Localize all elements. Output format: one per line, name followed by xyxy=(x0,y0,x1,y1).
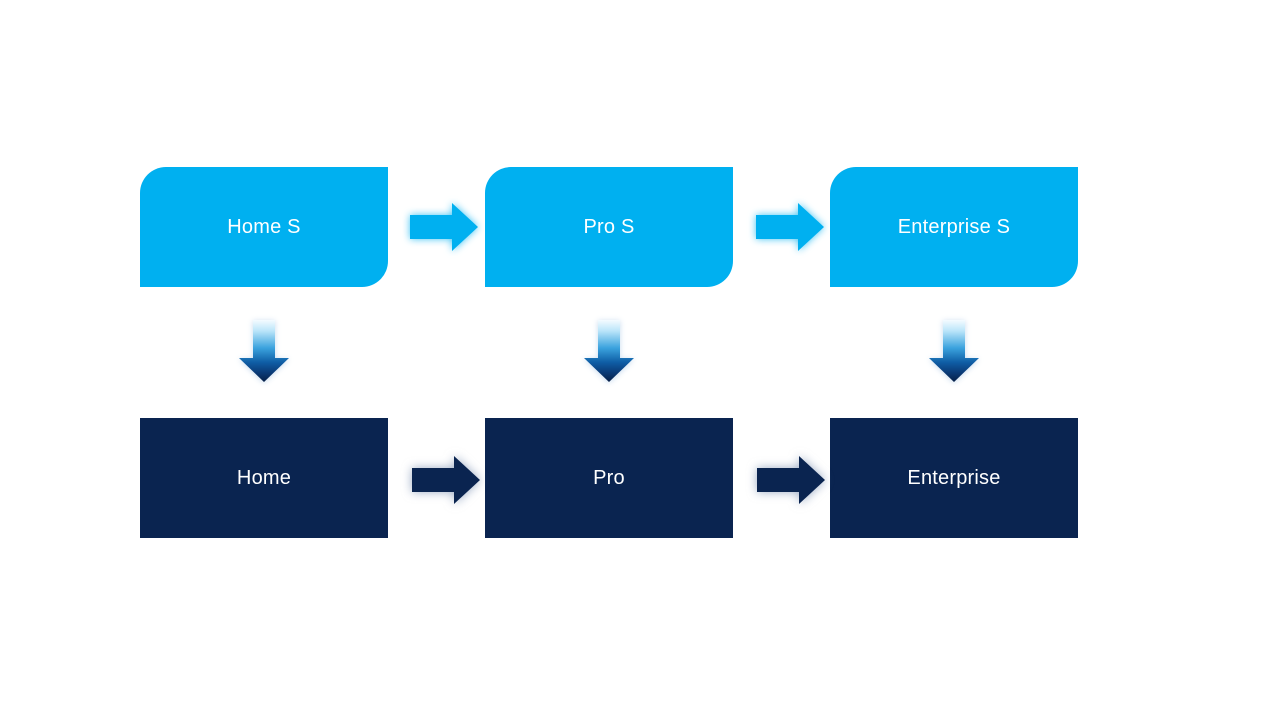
box-enterprise-s-label: Enterprise S xyxy=(897,215,1011,238)
box-enterprise-label: Enterprise xyxy=(907,466,1001,489)
box-pro-label: Pro xyxy=(593,466,625,489)
box-enterprise-s: Enterprise S xyxy=(830,167,1078,287)
box-home-s-label: Home S xyxy=(227,215,301,238)
right-arrow-icon xyxy=(412,456,480,504)
right-arrow-icon xyxy=(756,203,824,251)
right-arrow-icon xyxy=(757,456,825,504)
box-enterprise: Enterprise xyxy=(830,418,1078,538)
down-arrow-icon xyxy=(584,320,634,382)
box-pro-s: Pro S xyxy=(485,167,733,287)
box-home-s: Home S xyxy=(140,167,388,287)
box-pro: Pro xyxy=(485,418,733,538)
box-home-label: Home xyxy=(236,466,292,489)
down-arrow-icon xyxy=(239,320,289,382)
right-arrow-icon xyxy=(410,203,478,251)
box-home: Home xyxy=(140,418,388,538)
box-pro-s-label: Pro S xyxy=(583,215,635,238)
down-arrow-icon xyxy=(929,320,979,382)
